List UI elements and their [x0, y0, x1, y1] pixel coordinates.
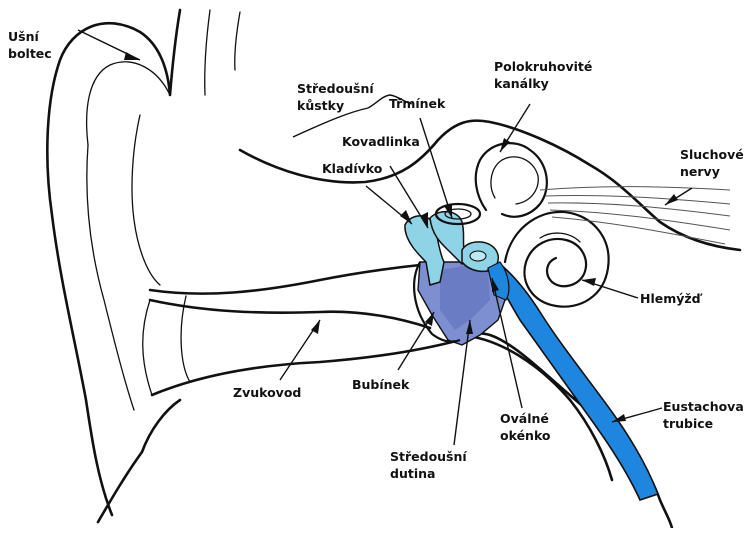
label-eustachian-tube: Eustachova trubice [663, 398, 744, 432]
label-pinna: Ušní boltec [8, 28, 52, 62]
label-ossicles-line1: Středoušní [297, 80, 374, 97]
label-ossicles-line2: kůstky [297, 97, 374, 114]
label-malleus: Kladívko [322, 160, 382, 177]
label-pinna-line2: boltec [8, 45, 52, 62]
label-middle-ear-line2: dutina [390, 465, 467, 482]
label-ear-canal: Zvukovod [233, 384, 301, 401]
stapes-ring [470, 251, 486, 261]
label-stapes: Třmínek [389, 95, 445, 112]
label-cochlea: Hlemýžď [640, 290, 701, 307]
semicircular-canals [436, 143, 547, 224]
ear-canal-outline [143, 265, 460, 395]
label-hearing-nerves: Sluchové nervy [680, 146, 744, 180]
label-middle-ear-line1: Středoušní [390, 448, 467, 465]
label-tube-line2: trubice [663, 415, 744, 432]
eustachian-tube [488, 264, 658, 500]
label-eardrum-text: Bubínek [352, 376, 409, 393]
label-oval-window-line1: Oválné [500, 410, 551, 427]
label-oval-window: Oválné okénko [500, 410, 551, 444]
label-middle-ear: Středoušní dutina [390, 448, 467, 482]
label-cochlea-text: Hlemýžď [640, 290, 701, 307]
label-ear-canal-text: Zvukovod [233, 384, 301, 401]
label-tube-line1: Eustachova [663, 398, 744, 415]
label-stapes-text: Třmínek [389, 95, 445, 112]
label-incus-text: Kovadlinka [342, 133, 420, 150]
label-malleus-text: Kladívko [322, 160, 382, 177]
pinna-outline [47, 10, 240, 522]
label-ossicles: Středoušní kůstky [297, 80, 374, 114]
label-oval-window-line2: okénko [500, 427, 551, 444]
label-canals-line2: kanálky [494, 75, 592, 92]
label-nerves-line1: Sluchové [680, 146, 744, 163]
label-incus: Kovadlinka [342, 133, 420, 150]
label-nerves-line2: nervy [680, 163, 744, 180]
label-pinna-line1: Ušní [8, 28, 52, 45]
label-semicircular-canals: Polokruhovité kanálky [494, 58, 592, 92]
label-canals-line1: Polokruhovité [494, 58, 592, 75]
label-eardrum: Bubínek [352, 376, 409, 393]
